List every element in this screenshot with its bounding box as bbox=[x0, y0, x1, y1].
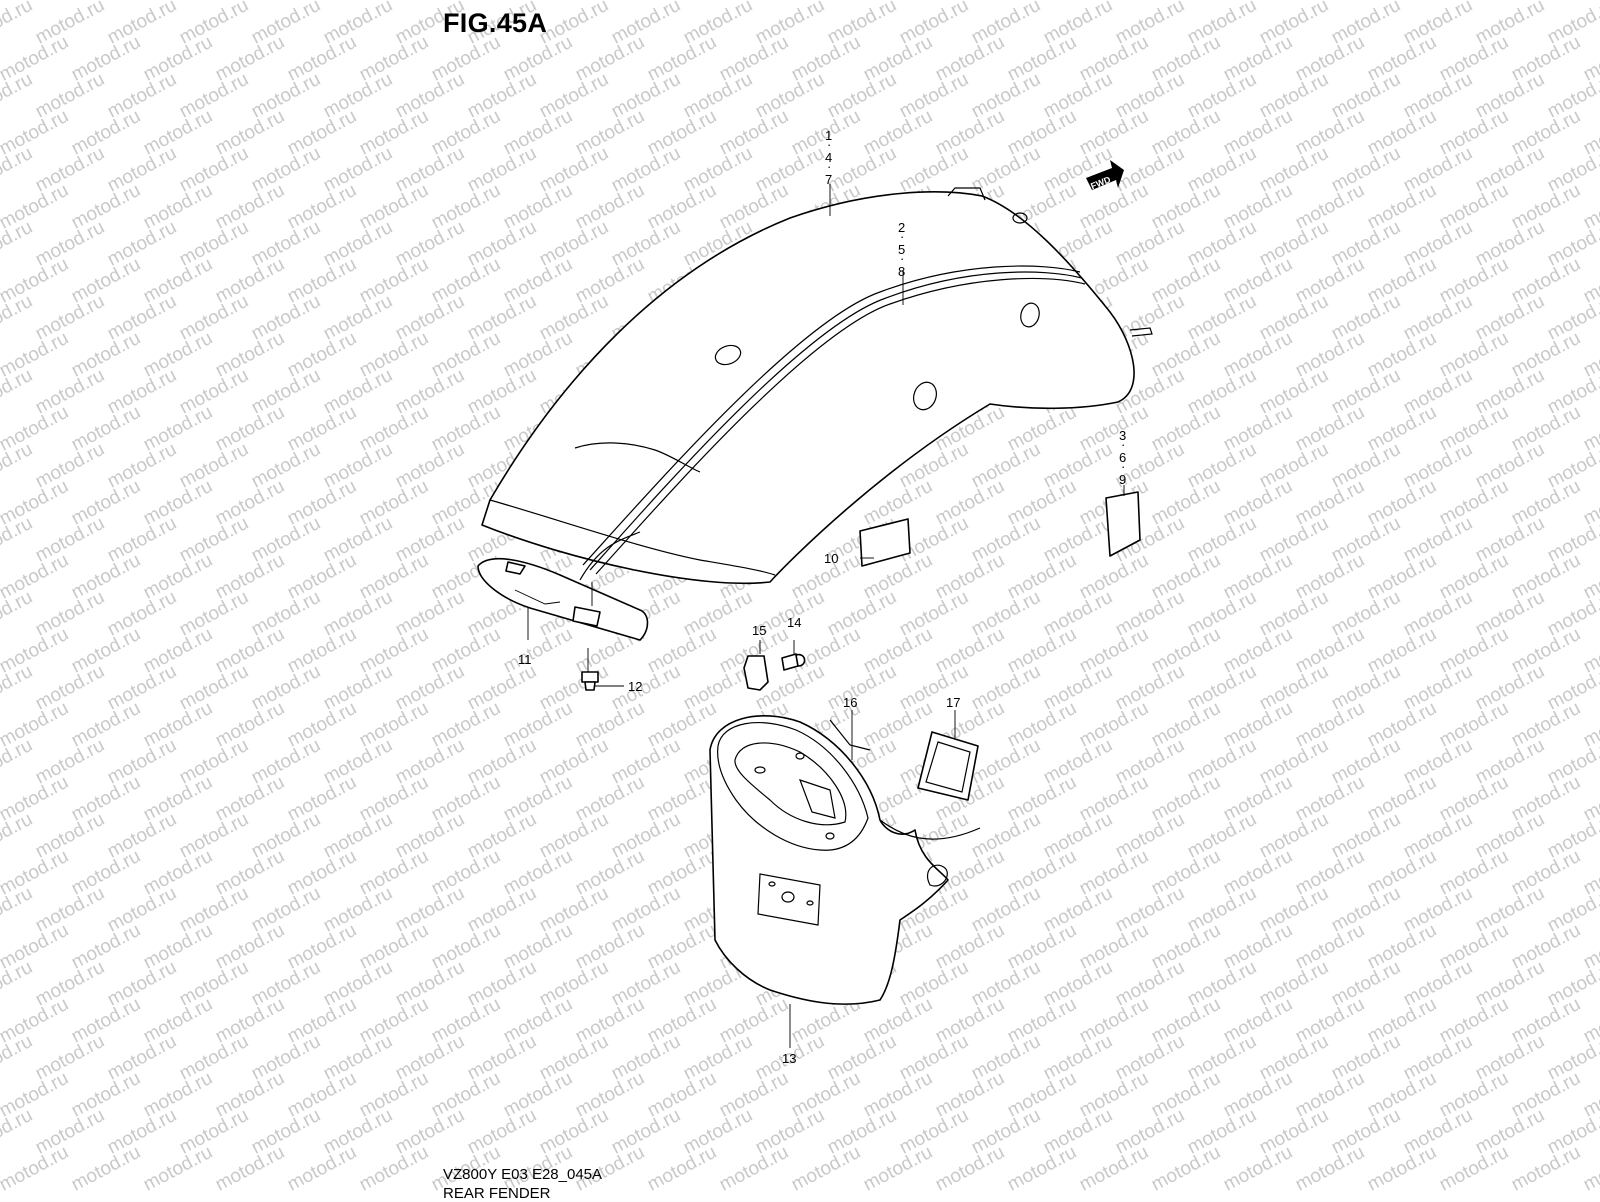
model-code: VZ800Y E03 E28_045A bbox=[443, 1166, 603, 1183]
callout-separator: · bbox=[827, 159, 831, 174]
callout-number: 6 bbox=[1119, 450, 1126, 465]
callout-11: 11 bbox=[518, 652, 532, 667]
figure-title: FIG.45A bbox=[443, 8, 548, 38]
callout-separator: · bbox=[827, 137, 831, 152]
seal-17 bbox=[917, 731, 979, 801]
callout-number: 4 bbox=[825, 150, 832, 165]
callout-number: 2 bbox=[898, 220, 905, 235]
callout-number: 8 bbox=[898, 264, 905, 279]
callout-16: 16 bbox=[843, 695, 857, 710]
callout-15: 15 bbox=[752, 623, 766, 638]
bolt-14 bbox=[781, 653, 806, 671]
clip-15 bbox=[743, 655, 769, 691]
bolt-12 bbox=[581, 671, 599, 691]
callout-14: 14 bbox=[787, 615, 801, 630]
fwd-arrow: FWD bbox=[1086, 160, 1124, 191]
rear-fender bbox=[481, 187, 1153, 585]
brace-11 bbox=[477, 558, 649, 641]
callout-3-6-9: 3 · 6 · 9 bbox=[1119, 428, 1126, 487]
callout-2-5-8: 2 · 5 · 8 bbox=[898, 220, 905, 279]
callout-number: 7 bbox=[825, 172, 832, 187]
license-plate-bracket-13 bbox=[709, 715, 981, 1005]
callout-10: 10 bbox=[824, 551, 838, 566]
callout-number: 1 bbox=[825, 128, 832, 143]
emblem-3-6-9 bbox=[1105, 491, 1141, 557]
callout-17: 17 bbox=[946, 695, 960, 710]
emblem-10 bbox=[859, 518, 911, 567]
callout-number: 5 bbox=[898, 242, 905, 257]
callout-separator: · bbox=[1121, 437, 1125, 452]
callout-separator: · bbox=[900, 251, 904, 266]
callout-number: 9 bbox=[1119, 472, 1126, 487]
callout-number: 3 bbox=[1119, 428, 1126, 443]
callout-12: 12 bbox=[628, 679, 642, 694]
callout-13: 13 bbox=[782, 1051, 796, 1066]
callout-1-4-7: 1 · 4 · 7 bbox=[825, 128, 832, 187]
diagram-name: REAR FENDER bbox=[443, 1185, 551, 1202]
callout-separator: · bbox=[900, 229, 904, 244]
leader-lines bbox=[527, 184, 1125, 1048]
callout-separator: · bbox=[1121, 459, 1125, 474]
